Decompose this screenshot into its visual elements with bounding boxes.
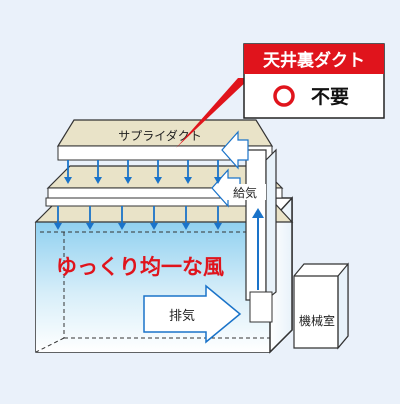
callout-pointer — [176, 78, 250, 148]
exhaust-arrow: 排気 — [143, 284, 242, 344]
supply-arrow-top — [221, 130, 249, 170]
exhaust-label: 排気 — [169, 308, 195, 324]
exhaust-arrow-shape — [143, 284, 242, 344]
machine-room-label: 機械室 — [299, 313, 335, 328]
downflow-arrow-upper-head-3 — [124, 177, 132, 184]
downflow-arrow-upper-head-6 — [214, 177, 222, 184]
downflow-arrow-upper-head-5 — [184, 177, 192, 184]
supply-duct-label: サプライダクト — [118, 128, 202, 143]
riser-duct — [245, 148, 277, 323]
downflow-arrow-lower-head-4 — [150, 223, 158, 230]
downflow-arrow-upper-head-1 — [64, 177, 72, 184]
downflow-arrow-lower-head-2 — [86, 223, 94, 230]
callout-status: 不要 — [311, 86, 349, 108]
machine-room: 機械室 — [293, 262, 349, 350]
downflow-arrow-upper-head-2 — [94, 177, 102, 184]
supply-air-label: 給気 — [233, 185, 257, 200]
riser-duct-body — [245, 149, 267, 301]
airflow-headline: ゆっくり均一な風 — [56, 255, 224, 279]
downflow-arrows-upper — [64, 160, 222, 184]
riser-duct-side — [265, 148, 277, 302]
riser-flow-arrowhead — [252, 208, 264, 218]
downflow-arrows-lower — [54, 206, 222, 230]
downflow-arrow-lower-head-1 — [54, 223, 62, 230]
downflow-arrow-upper-head-4 — [154, 177, 162, 184]
downflow-arrow-lower-head-3 — [118, 223, 126, 230]
callout: 天井裏ダクト 不要 — [176, 43, 385, 148]
supply-duct-edge — [57, 145, 273, 161]
riser-duct-lower — [249, 291, 273, 323]
callout-title: 天井裏ダクト — [263, 50, 365, 71]
circle-mark-icon — [273, 85, 295, 107]
supply-air-label-bg — [224, 184, 266, 200]
downflow-arrow-lower-head-6 — [214, 223, 222, 230]
downflow-arrow-lower-head-5 — [182, 223, 190, 230]
callout-header — [244, 44, 384, 74]
floor-back-line-left — [35, 337, 65, 353]
machine-room-side — [337, 262, 349, 350]
